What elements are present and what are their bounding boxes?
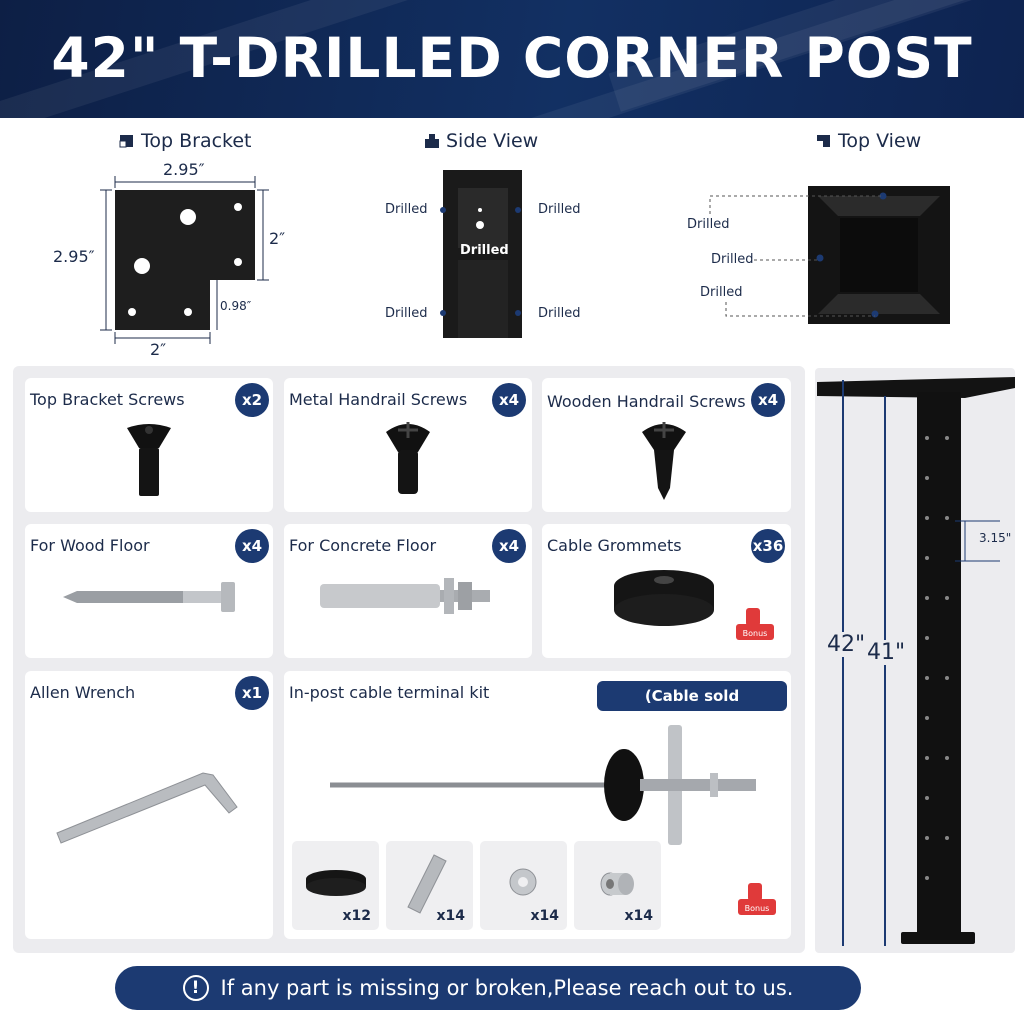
part-card-cable-terminal-kit: In-post cable terminal kit (Cable sold s… [284,671,791,939]
footer-text: If any part is missing or broken,Please … [220,976,794,1000]
hole-spacing: 3.15" [979,531,1012,545]
side-drilled-br: Drilled [538,306,581,321]
part-name: Allen Wrench [30,683,136,702]
qty-badge: x2 [235,383,269,417]
qty-badge: x4 [751,383,785,417]
part-card-allen-wrench: Allen Wrench x1 [25,671,273,939]
info-icon: ! [182,975,209,1001]
anchor-bolt-icon [320,578,490,614]
top-bracket-drawing [100,176,269,344]
parts-panel: Top Bracket Screws x2 Metal Handrail Scr… [13,366,805,953]
side-drilled-tl: Drilled [385,202,428,217]
qty-badge: x36 [751,529,785,563]
part-name: Metal Handrail Screws [289,390,468,409]
dim-bottom: 2″ [150,340,167,359]
bonus-icon: Bonus [736,608,774,640]
top-bracket-title: Top Bracket [119,130,252,152]
dim-notch: 0.98″ [220,299,252,313]
top-bracket-label: Top Bracket [141,130,252,152]
part-card-top-bracket-screws: Top Bracket Screws x2 [25,378,273,512]
top-drilled-2: Drilled [711,252,754,267]
dim-left: 2.95″ [53,247,95,266]
part-card-metal-handrail-screws: Metal Handrail Screws x4 [284,378,532,512]
top-view-title: Top View [817,130,921,152]
kit-item-grommet: x12 [292,841,379,930]
wood-screw-icon [642,422,686,500]
grommet-icon [614,570,714,626]
bracket-icon [119,135,133,148]
kit-item-spacer: x14 [574,841,661,930]
kit-item-washer: x14 [480,841,567,930]
part-name: For Concrete Floor [289,536,437,555]
qty-badge: x1 [235,676,269,710]
footer-contact-bar: ! If any part is missing or broken,Pleas… [115,966,861,1010]
part-card-wood-floor: For Wood Floor x4 [25,524,273,658]
side-view-title: Side View [425,130,538,152]
topview-icon [817,135,830,147]
bonus-text: Bonus [745,904,770,913]
kit-qty: x12 [342,908,371,924]
spacer-icon [600,872,634,896]
side-drilled-bl: Drilled [385,306,428,321]
dim-right: 2″ [269,229,286,248]
qty-badge: x4 [235,529,269,563]
top-view-label: Top View [838,130,922,152]
kit-item-washer-plate: x14 [386,841,473,930]
top-view-drawing [709,186,950,324]
terminal-kit-icon [330,725,756,845]
washer-icon [509,868,537,896]
grommet-icon [306,870,366,896]
page-title: 42" T-DRILLED CORNER POST [51,26,973,90]
part-name: Wooden Handrail Screws [547,392,746,411]
kit-qty: x14 [436,908,465,924]
qty-badge: x4 [492,383,526,417]
part-name: In-post cable terminal kit [289,683,490,702]
height-41: 41" [867,640,906,665]
allen-wrench-icon [56,772,238,844]
post-diagram-panel: 42" 41" 3.15" [815,368,1015,953]
part-card-wooden-handrail-screws: Wooden Handrail Screws x4 [542,378,791,512]
washer-plate-icon [407,854,447,914]
top-drilled-3: Drilled [700,285,743,300]
side-drilled-center: Drilled [460,243,509,258]
hex-screw-icon [127,424,171,496]
dim-top: 2.95″ [163,160,205,179]
phillips-screw-icon [386,422,430,494]
kit-qty: x14 [530,908,559,924]
corner-post-drawing [817,377,1015,946]
side-drilled-tr: Drilled [538,202,581,217]
bonus-icon: Bonus [738,883,776,915]
side-view-label: Side View [446,130,539,152]
cable-sold-separately-badge: (Cable sold separately) [597,681,787,735]
qty-badge: x4 [492,529,526,563]
kit-qty: x14 [624,908,653,924]
side-icon [425,134,439,148]
part-name: Cable Grommets [547,536,682,555]
top-drilled-1: Drilled [687,217,730,232]
lag-bolt-icon [63,582,235,612]
part-card-cable-grommets: Cable Grommets x36 Bonus [542,524,791,658]
part-name: For Wood Floor [30,536,150,555]
part-name: Top Bracket Screws [30,390,185,409]
header-banner: 42" T-DRILLED CORNER POST [0,0,1024,118]
height-42: 42" [827,632,866,657]
bonus-text: Bonus [743,629,768,638]
part-card-concrete-floor: For Concrete Floor x4 [284,524,532,658]
side-view-drawing [440,170,522,338]
